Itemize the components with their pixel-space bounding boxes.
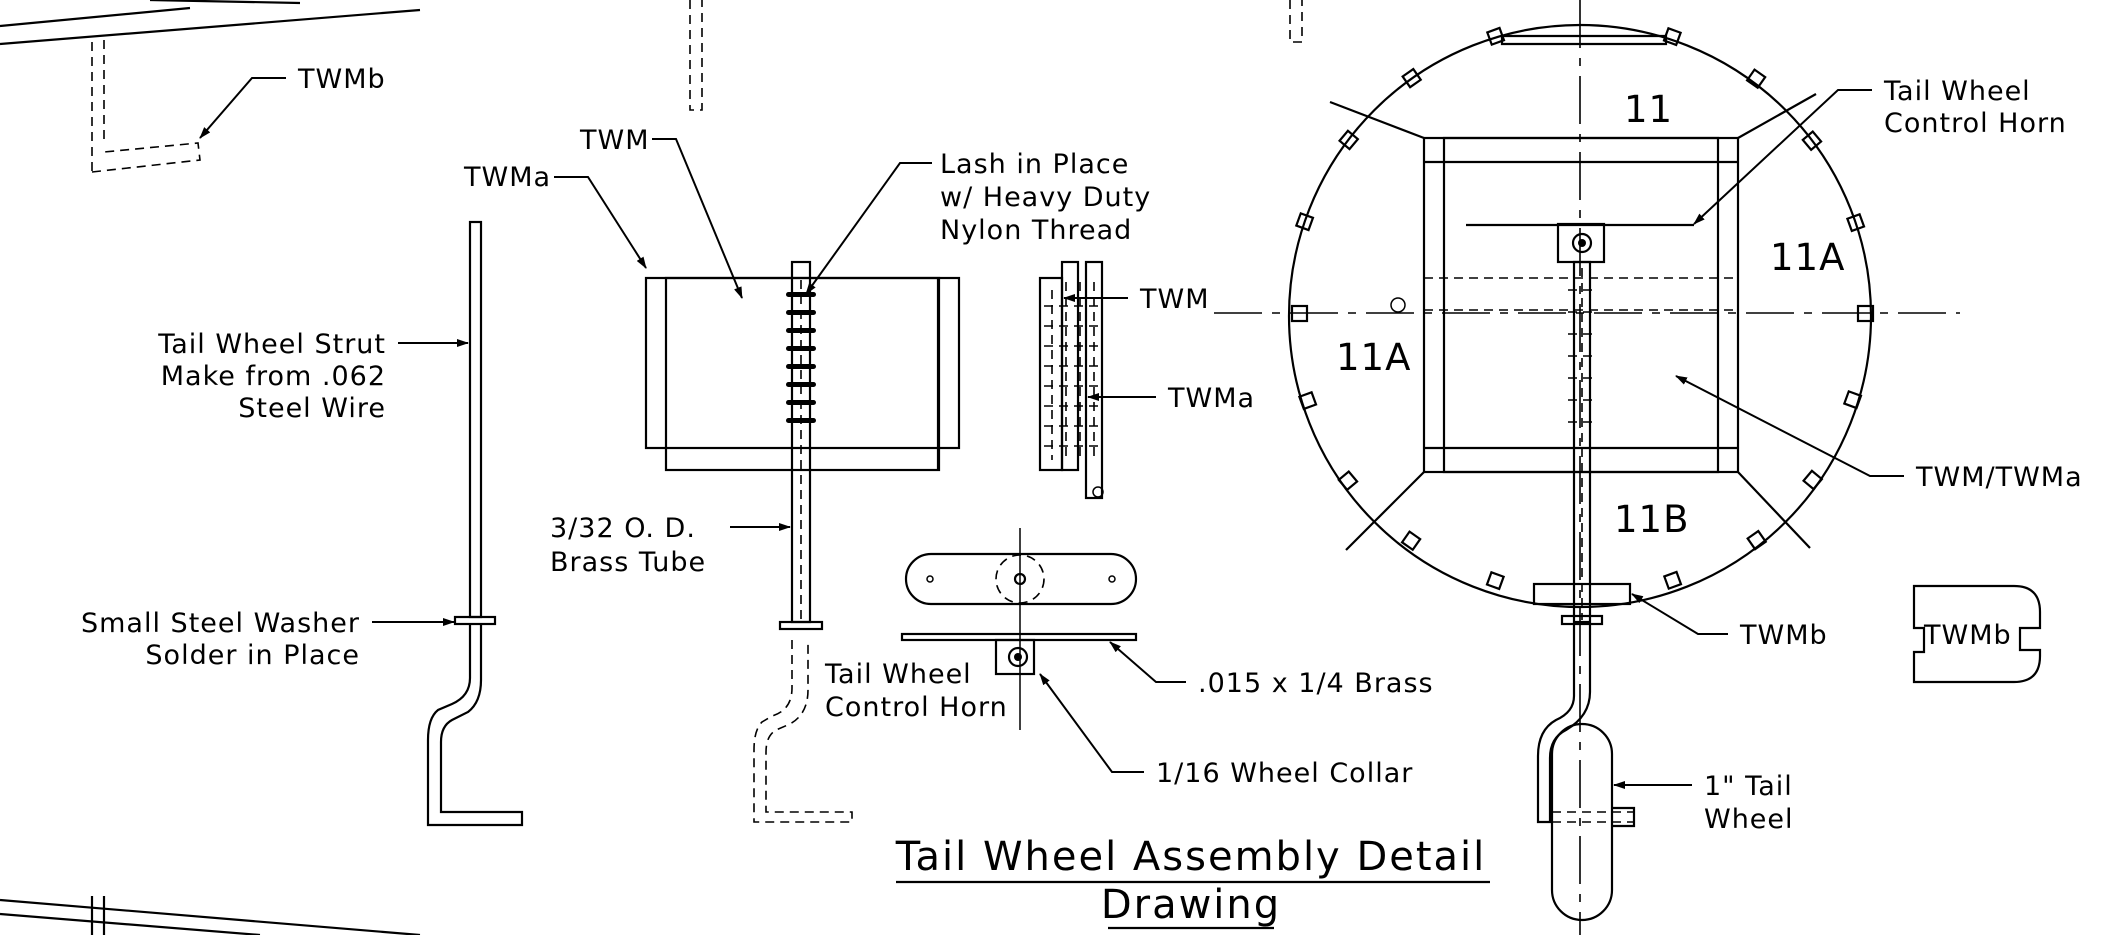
former-circular-view: 11 11A 11A 11B Tail Wheel Control Horn T… — [1214, 0, 2083, 935]
drawing-title: Tail Wheel Assembly Detail Drawing — [895, 834, 1490, 930]
label-twma-side: TWMa — [1167, 383, 1255, 414]
wheel-mount-front-view: TWM TWMa Lash in Place w/ Heavy Duty Nyl… — [463, 125, 1151, 823]
label-wheel-line2: Wheel — [1704, 804, 1794, 835]
former-tabs — [1290, 26, 1875, 591]
label-horn-right-line2: Control Horn — [1884, 108, 2067, 139]
label-tube-line1: 3/32 O. D. — [550, 513, 696, 544]
former-label-11a-left: 11A — [1336, 336, 1411, 379]
background-fuselage-fragments — [0, 0, 1303, 935]
former-label-11: 11 — [1624, 88, 1673, 131]
former-label-11b: 11B — [1614, 498, 1689, 541]
label-washer-line1: Small Steel Washer — [81, 608, 360, 639]
label-twm-side: TWM — [1139, 284, 1210, 315]
former-lashing-thread — [1568, 289, 1596, 423]
label-brass: .015 x 1/4 Brass — [1198, 668, 1434, 699]
label-lash-line3: Nylon Thread — [940, 215, 1132, 246]
label-horn-right-line1: Tail Wheel — [1883, 76, 2031, 107]
label-twmb-part: TWMb — [1923, 620, 2012, 651]
title-line2: Drawing — [1101, 882, 1281, 928]
label-twm-twma: TWM/TWMa — [1915, 462, 2083, 493]
label-washer-line2: Solder in Place — [145, 640, 360, 671]
control-horn-detail: .015 x 1/4 Brass 1/16 Wheel Collar — [900, 528, 1434, 789]
lashing-thread — [786, 292, 816, 423]
twmb-part: TWMb — [1912, 584, 2042, 684]
label-strut-line3: Steel Wire — [238, 393, 386, 424]
label-twm-left: TWM — [579, 125, 650, 156]
label-tube-line2: Brass Tube — [550, 547, 706, 578]
label-twma-left: TWMa — [463, 162, 551, 193]
label-strut-line1: Tail Wheel Strut — [157, 329, 386, 360]
wheel-mount-side-view: TWM TWMa — [1038, 260, 1255, 500]
label-twmb-top: TWMb — [297, 64, 386, 95]
title-line1: Tail Wheel Assembly Detail — [895, 834, 1487, 880]
label-strut-line2: Make from .062 — [161, 361, 386, 392]
label-lash-line2: w/ Heavy Duty — [940, 182, 1151, 213]
label-horn-mid-line1: Tail Wheel — [824, 659, 972, 690]
tail-wheel-strut: Tail Wheel Strut Make from .062 Steel Wi… — [81, 220, 524, 827]
label-lash-line1: Lash in Place — [940, 149, 1129, 180]
label-twmb-right: TWMb — [1739, 620, 1828, 651]
label-collar: 1/16 Wheel Collar — [1156, 758, 1413, 789]
label-wheel-line1: 1" Tail — [1704, 771, 1793, 802]
twmb-top-callout: TWMb — [199, 64, 386, 139]
former-label-11a-right: 11A — [1770, 236, 1845, 279]
label-horn-mid-line2: Control Horn — [825, 692, 1008, 723]
